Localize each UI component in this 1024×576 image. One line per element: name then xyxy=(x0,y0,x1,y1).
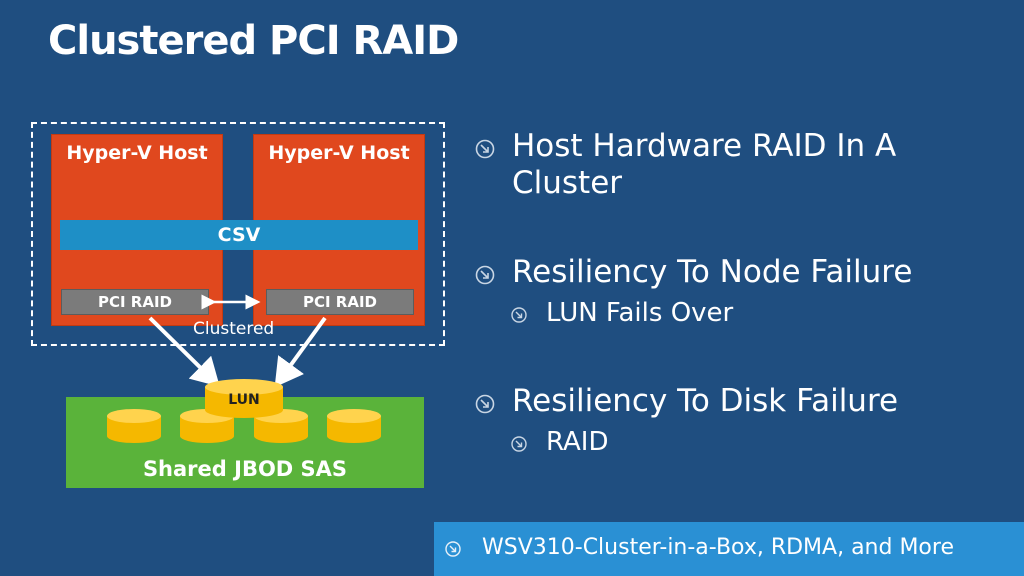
footer-arrow-icon xyxy=(445,541,461,557)
hyperv-host-right-label: Hyper-V Host xyxy=(268,142,410,164)
csv-bar: CSV xyxy=(60,220,418,250)
disk-4 xyxy=(327,409,381,443)
disk-1 xyxy=(107,409,161,443)
slide-title: Clustered PCI RAID xyxy=(48,18,459,64)
lun-disk xyxy=(205,379,283,418)
cluster-boundary xyxy=(31,122,445,346)
footer-banner: WSV310-Cluster-in-a-Box, RDMA, and More xyxy=(434,522,1024,576)
bullet-arrow-icon xyxy=(475,139,495,159)
clustered-label: Clustered xyxy=(193,319,275,339)
hyperv-host-left-label: Hyper-V Host xyxy=(66,142,208,164)
footer-session-text: WSV310-Cluster-in-a-Box, RDMA, and More xyxy=(482,535,954,560)
bullet-3-sub-1-text: RAID xyxy=(546,427,609,457)
bullet-2-sub-1-text: LUN Fails Over xyxy=(546,298,734,328)
bullet-3-text: Resiliency To Disk Failure xyxy=(512,383,899,419)
bullet-arrow-icon xyxy=(475,394,495,414)
sub-bullet-arrow-icon xyxy=(511,307,527,323)
bullet-1-text: Host Hardware RAID In A Cluster xyxy=(512,128,897,201)
bullet-arrow-icon xyxy=(475,265,495,285)
lun-label: LUN xyxy=(228,392,260,408)
shared-jbod-label: Shared JBOD SAS xyxy=(142,457,348,481)
bullet-2-text: Resiliency To Node Failure xyxy=(512,254,913,290)
raid-right-to-lun-arrow xyxy=(274,316,327,388)
sub-bullet-arrow-icon xyxy=(511,436,527,452)
pci-raid-right: PCI RAID xyxy=(266,289,414,315)
raid-left-to-lun-arrow xyxy=(148,316,220,387)
